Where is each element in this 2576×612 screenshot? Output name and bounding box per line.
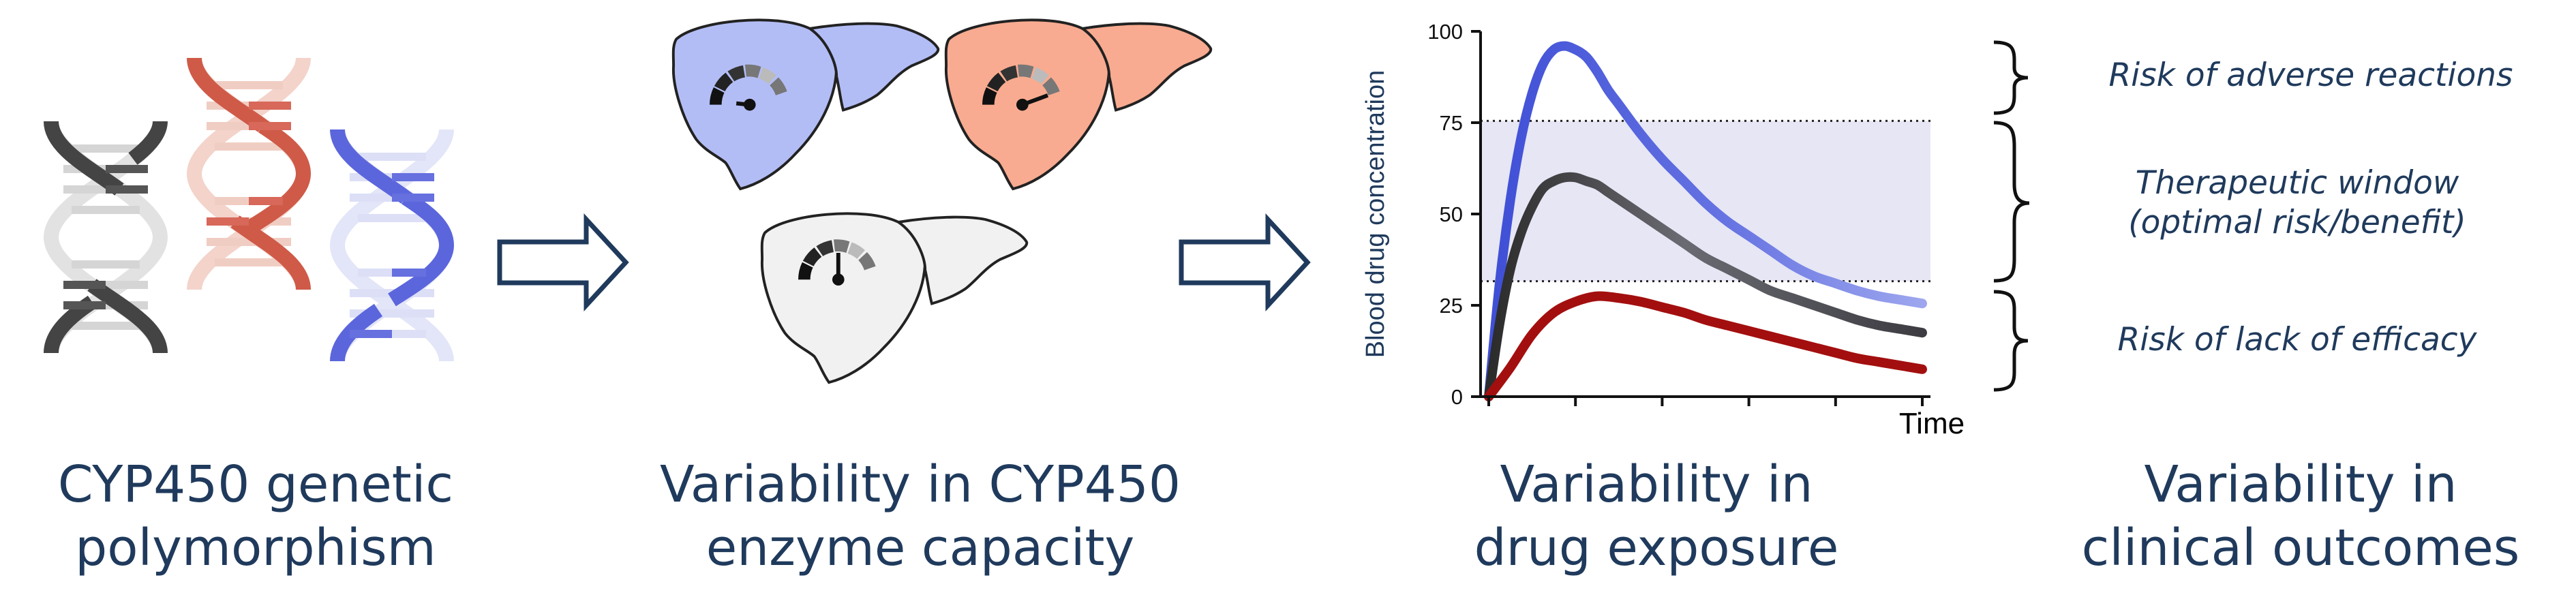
series-line-0 <box>1484 41 1927 401</box>
dna-icon <box>329 128 455 363</box>
caption-genetic-polymorphism: CYP450 genetic polymorphism <box>57 455 454 577</box>
y-tick-label: 75 <box>1440 111 1463 135</box>
outcome-therapeutic: Therapeutic window (optimal risk/benefit… <box>2128 164 2466 241</box>
liver-icon <box>671 18 940 191</box>
liver-icon <box>760 212 1029 384</box>
curly-brace-icon <box>1993 40 2029 115</box>
gauge-icon <box>982 64 1060 111</box>
curly-brace-icon <box>1993 290 2029 392</box>
y-axis: 0 25 50 75 100 <box>1427 20 1482 409</box>
dna-icon <box>43 120 168 354</box>
dna-helices <box>43 57 455 363</box>
y-tick-label: 100 <box>1427 20 1463 44</box>
series-line-2 <box>1484 291 1927 401</box>
series-line-1 <box>1484 172 1927 401</box>
y-tick-label: 50 <box>1440 202 1463 226</box>
caption-enzyme-capacity: Variability in CYP450 enzyme capacity <box>660 455 1181 577</box>
gauge-icon <box>710 64 787 111</box>
caption-drug-exposure: Variability in drug exposure <box>1474 455 1839 577</box>
caption-clinical-outcomes: Variability in clinical outcomes <box>2081 455 2520 577</box>
liver-icon <box>944 18 1213 191</box>
outcome-efficacy: Risk of lack of efficacy <box>2117 321 2477 358</box>
arrow-right-icon <box>497 213 629 311</box>
y-axis-label: Blood drug concentration <box>1361 70 1390 358</box>
gauge-icon <box>798 239 876 286</box>
x-axis <box>1481 395 1930 406</box>
curly-brace-icon <box>1993 121 2030 283</box>
outcome-adverse: Risk of adverse reactions <box>2108 57 2513 94</box>
dna-icon <box>186 57 312 291</box>
x-axis-label: Time <box>1899 407 1965 440</box>
brace-group <box>1993 40 2030 392</box>
arrow-right-icon <box>1179 213 1311 311</box>
pk-chart: 0 25 50 75 100 Blood drug concentration Time <box>1361 20 1965 440</box>
y-tick-label: 0 <box>1451 385 1463 409</box>
y-tick-label: 25 <box>1440 294 1463 318</box>
